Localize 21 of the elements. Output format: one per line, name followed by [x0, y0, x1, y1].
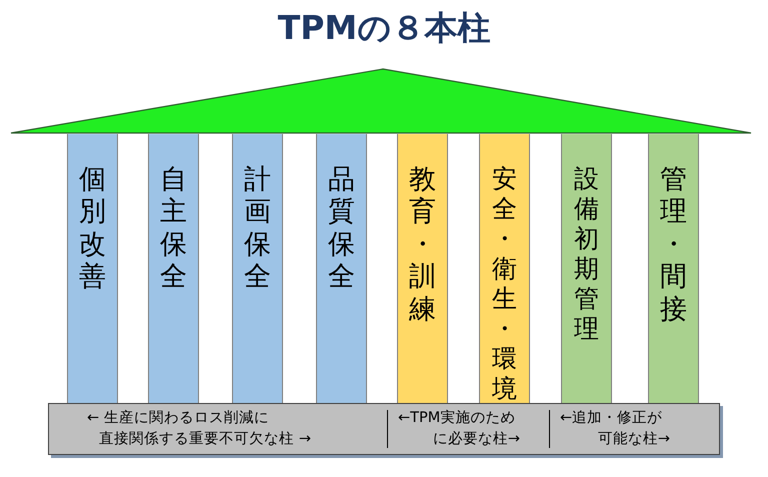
pillar	[67, 134, 118, 404]
pillar-label: 個別改善	[79, 164, 106, 294]
pillar	[148, 134, 199, 404]
pillar	[479, 134, 530, 404]
pillar	[648, 134, 699, 404]
pillar-label: 設備初期管理	[574, 164, 599, 344]
pillar-label: 管理・間接	[660, 164, 687, 326]
pillar-label: 教育・訓練	[409, 164, 436, 326]
diagram-title: TPMの８本柱	[276, 7, 492, 49]
pillar	[316, 134, 367, 404]
pillar	[561, 134, 612, 404]
pillar-label: 安全・衛生・環境	[492, 164, 517, 404]
pillar-label: 品質保全	[328, 164, 355, 294]
pillar	[397, 134, 448, 404]
foundation-text: ← 生産に関わるロス削減に直接関係する重要不可欠な柱 →	[87, 408, 311, 449]
pillar-label: 自主保全	[160, 164, 187, 294]
foundation-text: ←追加・修正が可能な柱→	[560, 408, 670, 449]
foundation-bar	[48, 403, 720, 455]
foundation-text: ←TPM実施のために必要な柱→	[398, 408, 520, 449]
pillar	[232, 134, 283, 404]
pillar-label: 計画保全	[244, 164, 271, 294]
